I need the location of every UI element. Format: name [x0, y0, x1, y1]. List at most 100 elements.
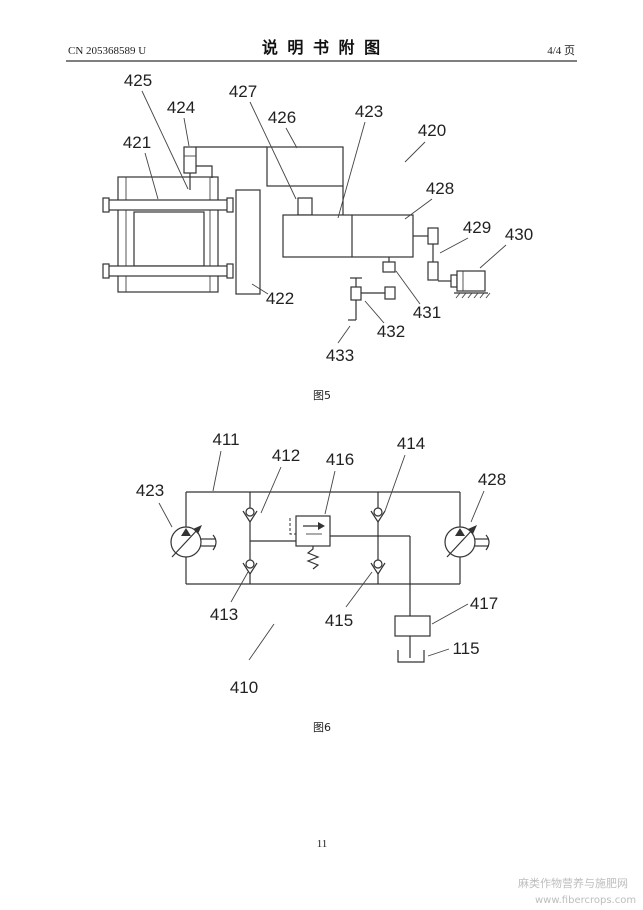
ground-hatch — [455, 292, 491, 299]
page-number: 11 — [317, 838, 328, 850]
check-ball — [245, 559, 255, 569]
leader-424 — [183, 117, 190, 147]
ref-423: 423 — [136, 481, 164, 500]
ref-115: 115 — [452, 639, 479, 658]
figure-6: 411 412 416 414 423 428 413 415 417 115 … — [136, 430, 506, 734]
ref-420: 420 — [418, 121, 446, 140]
check-ball — [373, 507, 383, 517]
ref-432: 432 — [377, 322, 405, 341]
ref-410: 410 — [230, 678, 258, 697]
figure-5: 425 424 427 426 423 420 421 428 429 430 … — [102, 71, 533, 402]
ref-412: 412 — [272, 446, 300, 465]
leader-423 — [158, 502, 173, 528]
check-ball — [373, 559, 383, 569]
fig5-reference-numerals: 425 424 427 426 423 420 421 428 429 430 … — [123, 71, 533, 365]
hatch-tick — [473, 292, 479, 299]
leader-413 — [230, 571, 249, 603]
ref-428: 428 — [426, 179, 454, 198]
leader-428 — [470, 490, 485, 523]
filter-417 — [394, 615, 431, 637]
leader-414 — [384, 454, 406, 512]
check-ball — [245, 507, 255, 517]
leader-433 — [337, 325, 351, 344]
valve-body — [350, 286, 362, 301]
ref-426: 426 — [268, 108, 296, 127]
leader-429 — [439, 237, 469, 254]
tank-426 — [266, 146, 344, 187]
ref-431: 431 — [413, 303, 441, 322]
motor-shaft-end — [485, 534, 490, 551]
hatch-tick — [467, 292, 473, 299]
tank-115 — [397, 650, 425, 663]
pump-variable-arrow — [171, 527, 200, 558]
leader-415 — [345, 571, 373, 608]
check-valve-412 — [242, 507, 258, 524]
watermark-url: www.fibercrops.com — [535, 895, 636, 906]
ref-433: 433 — [326, 346, 354, 365]
hatch-tick — [455, 292, 461, 299]
port-431 — [382, 261, 396, 273]
pump-flow-triangle — [181, 528, 191, 536]
leader-427 — [249, 101, 297, 200]
figure-5-caption: 图5 — [313, 389, 331, 402]
hatch-tick — [461, 292, 467, 299]
ref-430: 430 — [505, 225, 533, 244]
check-valve-414 — [370, 507, 386, 524]
hatch-tick — [479, 292, 485, 299]
ref-428: 428 — [478, 470, 506, 489]
watermark: 麻类作物营养与施肥网 www.fibercrops.com — [518, 876, 636, 906]
hatch-tick — [485, 292, 491, 299]
pump-shaft-end — [212, 534, 217, 551]
leader-432 — [364, 300, 385, 324]
motor-flange — [450, 274, 458, 288]
relief-valve-body — [295, 515, 331, 547]
side-unit-422 — [235, 189, 261, 295]
cylinder-body — [183, 146, 197, 174]
fig5-leader-lines — [141, 90, 507, 344]
fig6-reference-numerals: 411 412 416 414 423 428 413 415 417 115 … — [136, 430, 506, 697]
leader-430 — [479, 244, 507, 269]
pump-motor-block — [282, 214, 414, 258]
frame-upper-beam — [105, 199, 231, 211]
drive-train — [413, 227, 491, 299]
watermark-site-name: 麻类作物营养与施肥网 — [518, 876, 628, 890]
cylinder-424 — [183, 146, 213, 190]
pilot-line — [289, 518, 296, 535]
beam-end-block — [226, 263, 234, 279]
leader-425 — [141, 90, 189, 190]
ref-427: 427 — [229, 82, 257, 101]
page-heading: 说 明 书 附 图 — [262, 38, 382, 57]
leader-417 — [431, 603, 469, 625]
motor-428-symbol — [444, 525, 490, 558]
leader-426 — [285, 127, 298, 149]
frame-lower-beam — [105, 265, 231, 277]
ref-422: 422 — [266, 289, 294, 308]
frame-platen — [133, 211, 205, 267]
cylinder-port-line — [196, 165, 213, 178]
leader-431 — [395, 270, 421, 305]
beam-end-block — [226, 197, 234, 213]
press-frame — [102, 176, 234, 293]
motor-flow-triangle — [455, 528, 465, 536]
ref-424: 424 — [167, 98, 195, 117]
valve-432 — [348, 277, 396, 321]
figure-6-caption: 图6 — [313, 721, 331, 734]
ref-415: 415 — [325, 611, 353, 630]
leader-411 — [212, 450, 222, 492]
leader-410 — [248, 623, 275, 661]
ref-417: 417 — [470, 594, 498, 613]
leader-422 — [251, 283, 269, 295]
leader-423 — [337, 121, 366, 219]
patent-number: CN 205368589 U — [68, 45, 146, 57]
leader-115 — [427, 648, 450, 657]
leader-420 — [404, 141, 426, 163]
ref-411: 411 — [212, 430, 239, 449]
ref-416: 416 — [326, 450, 354, 469]
coupling-lower — [427, 261, 439, 281]
pump-423-symbol — [170, 525, 217, 558]
ref-425: 425 — [124, 71, 152, 90]
beam-end-block — [102, 263, 110, 279]
beam-end-block — [102, 197, 110, 213]
